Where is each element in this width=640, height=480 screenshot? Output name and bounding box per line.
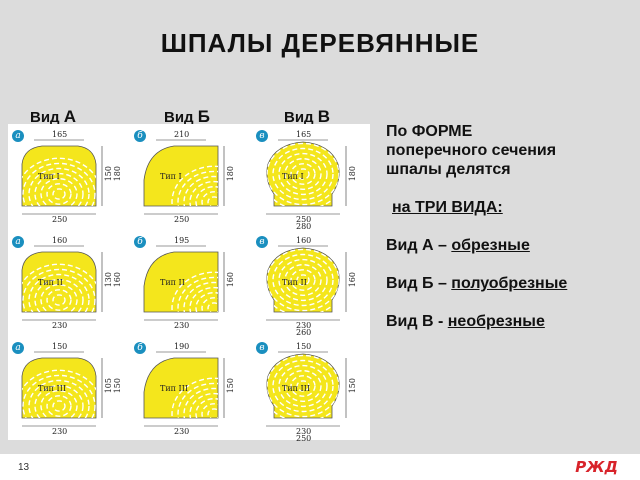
sleeper-section-drawing bbox=[266, 351, 347, 427]
sleeper-section-drawing bbox=[143, 245, 225, 321]
top-width-dimension: 165 bbox=[296, 130, 312, 139]
variant-tag: б bbox=[134, 236, 146, 248]
top-width-dimension: 210 bbox=[174, 130, 190, 139]
sleeper-type-label: Тип III bbox=[282, 384, 311, 393]
full-height-dimension: 150 bbox=[113, 378, 122, 394]
text-line: поперечного сечения bbox=[386, 142, 557, 159]
top-width-dimension: 195 bbox=[174, 236, 190, 245]
sleeper-type-label: Тип III bbox=[160, 384, 189, 393]
sleeper-section-drawing bbox=[266, 245, 347, 321]
top-width-dimension: 150 bbox=[296, 342, 312, 351]
sleeper-type-label: Тип II bbox=[160, 278, 185, 287]
full-height-dimension: 160 bbox=[113, 272, 122, 288]
top-width-dimension: 190 bbox=[174, 342, 190, 351]
slide-title: ШПАЛЫ ДЕРЕВЯННЫЕ bbox=[160, 28, 480, 58]
bottom-width-dimension: 250 bbox=[296, 215, 312, 224]
sleeper-type-label: Тип III bbox=[38, 384, 67, 393]
page-number: 13 bbox=[18, 462, 30, 473]
drawing-cell: б 190 230 150 Тип III bbox=[130, 336, 248, 440]
view-a-label: Вид А bbox=[30, 107, 77, 126]
top-width-dimension: 165 bbox=[52, 130, 68, 139]
variant-tag: в bbox=[256, 342, 268, 354]
bottom-width-dimension: 250 bbox=[52, 215, 68, 224]
kind-c-line: Вид В - необрезные bbox=[386, 313, 545, 330]
bottom-width-dimension: 230 bbox=[52, 427, 68, 436]
sleeper-section-drawing bbox=[266, 139, 347, 215]
height-dimension: 150 bbox=[226, 378, 235, 394]
full-height-dimension: 180 bbox=[113, 166, 122, 182]
text-line: По ФОРМЕ bbox=[386, 123, 473, 140]
three-kinds-heading: на ТРИ ВИДА: bbox=[392, 199, 503, 216]
view-b-label: Вид Б bbox=[164, 107, 210, 126]
top-width-dimension: 160 bbox=[296, 236, 312, 245]
bark-width-dimension: 260 bbox=[296, 328, 312, 337]
bark-width-dimension: 250 bbox=[296, 434, 312, 443]
bottom-width-dimension: 230 bbox=[296, 427, 312, 436]
variant-tag: в bbox=[256, 130, 268, 142]
classification-text: По ФОРМЕ поперечного сечения шпалы делят… bbox=[386, 122, 636, 331]
height-dimension: 180 bbox=[226, 166, 235, 182]
kind-b-line: Вид Б – полуобрезные bbox=[386, 275, 568, 292]
sleeper-type-label: Тип II bbox=[38, 278, 63, 287]
drawing-cell: б 195 230 160 Тип II bbox=[130, 230, 248, 334]
sleeper-section-drawing bbox=[21, 245, 103, 321]
bark-width-dimension: 280 bbox=[296, 222, 312, 231]
sleeper-type-label: Тип I bbox=[282, 172, 304, 181]
variant-tag: б bbox=[134, 130, 146, 142]
variant-tag: в bbox=[256, 236, 268, 248]
bottom-width-dimension: 250 bbox=[174, 215, 190, 224]
rzd-logo: РЖД bbox=[575, 458, 618, 476]
sleeper-type-label: Тип II bbox=[282, 278, 307, 287]
top-width-dimension: 160 bbox=[52, 236, 68, 245]
view-c-label: Вид В bbox=[284, 107, 331, 126]
height-dimension: 160 bbox=[226, 272, 235, 288]
height-dimension: 180 bbox=[348, 166, 357, 182]
height-dimension: 150 bbox=[104, 166, 113, 182]
sleeper-type-label: Тип I bbox=[38, 172, 60, 181]
variant-tag: б bbox=[134, 342, 146, 354]
sleeper-section-drawing bbox=[143, 351, 225, 427]
sleeper-section-drawing bbox=[21, 351, 103, 427]
variant-tag: а bbox=[12, 236, 24, 248]
bottom-width-dimension: 230 bbox=[296, 321, 312, 330]
variant-tag: а bbox=[12, 342, 24, 354]
sleeper-section-drawing bbox=[21, 139, 103, 215]
bottom-width-dimension: 230 bbox=[174, 321, 190, 330]
height-dimension: 160 bbox=[348, 272, 357, 288]
height-dimension: 130 bbox=[104, 272, 113, 288]
drawing-cell: б 210 250 180 Тип I bbox=[130, 124, 248, 228]
footer-bar bbox=[0, 454, 640, 480]
height-dimension: 105 bbox=[104, 378, 113, 394]
bottom-width-dimension: 230 bbox=[52, 321, 68, 330]
bottom-width-dimension: 230 bbox=[174, 427, 190, 436]
height-dimension: 150 bbox=[348, 378, 357, 394]
sleeper-type-label: Тип I bbox=[160, 172, 182, 181]
variant-tag: а bbox=[12, 130, 24, 142]
text-line: шпалы делятся bbox=[386, 161, 511, 178]
sleeper-section-drawing bbox=[143, 139, 225, 215]
kind-a-line: Вид А – обрезные bbox=[386, 237, 530, 254]
top-width-dimension: 150 bbox=[52, 342, 68, 351]
